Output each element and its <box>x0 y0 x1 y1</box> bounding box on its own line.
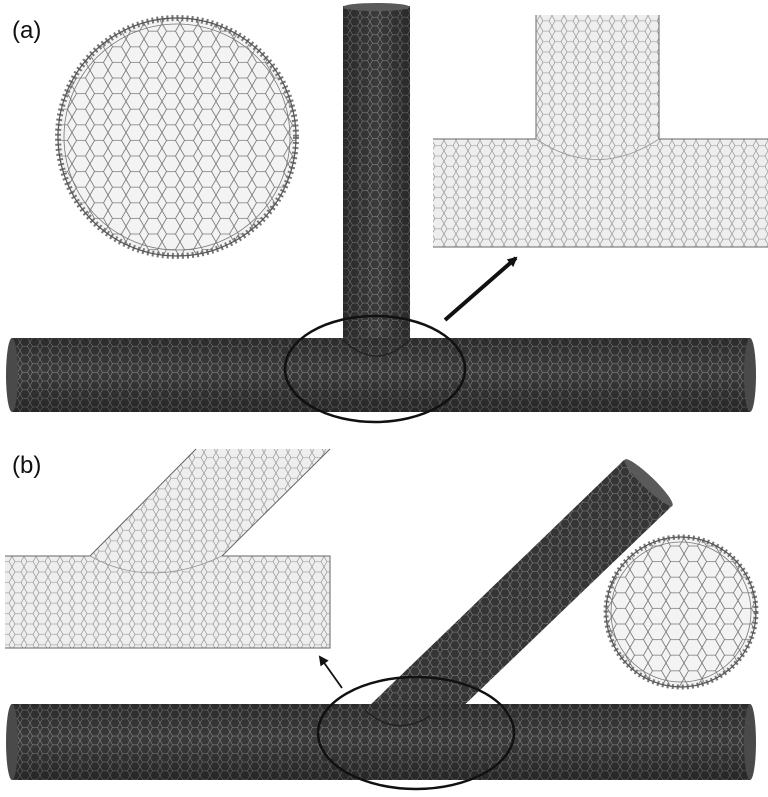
cross-section-mesh-b <box>603 534 759 690</box>
zoom-inset-a <box>433 15 768 248</box>
zoom-arrow-b <box>318 655 343 689</box>
panel-a: (a) <box>6 3 768 424</box>
panel-label-a: (a) <box>12 17 41 44</box>
zoom-highlight-ellipse-a <box>283 314 467 424</box>
panel-label-b: (b) <box>12 452 41 479</box>
zoom-inset-b <box>5 448 331 649</box>
panel-b: (b) <box>5 448 759 791</box>
main-pipe-b <box>6 704 756 780</box>
cross-section-mesh-a <box>55 15 299 259</box>
zoom-arrow-a <box>443 256 518 322</box>
branch-pipe-a <box>343 3 410 358</box>
zoom-highlight-ellipse-b <box>316 675 516 791</box>
branch-pipe-b <box>365 459 673 738</box>
main-pipe-a <box>6 338 756 412</box>
